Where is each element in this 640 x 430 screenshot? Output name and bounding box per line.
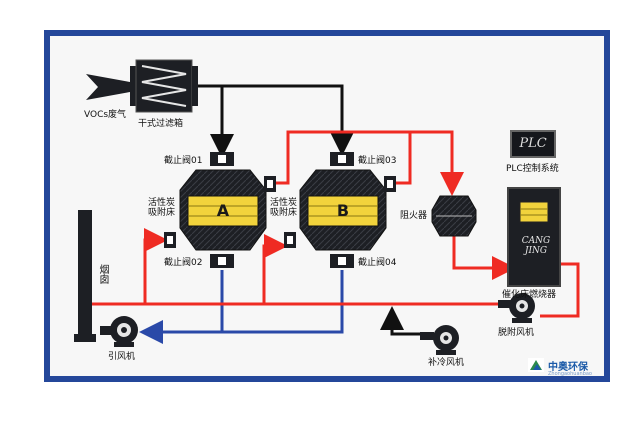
catalytic-burner-label: 催化床燃烧器 (502, 290, 557, 300)
valve-01-icon (210, 152, 234, 166)
chimney-label: 烟囱 (97, 264, 108, 284)
desorption-fan-icon (498, 293, 535, 323)
vocs-inlet-arrow (86, 74, 130, 100)
brand-logo-icon (528, 358, 544, 372)
vocs-gas-label: VOCs废气 (84, 110, 127, 120)
valve-01-label: 截止阀01 (164, 156, 203, 166)
plc-system-label: PLC控制系统 (506, 164, 559, 174)
valve-b-left-icon (284, 232, 296, 248)
valve-02-icon (210, 254, 234, 268)
adsorber-b (299, 169, 387, 251)
chimney-base (74, 334, 96, 342)
valve-04-label: 截止阀04 (358, 258, 397, 268)
brand-subtitle: Zhongaohuanbao (548, 371, 592, 377)
valve-b-side-icon (384, 176, 396, 192)
valve-a-left-icon (164, 232, 176, 248)
dry-filter-box (130, 59, 198, 113)
adsorber-a (179, 169, 267, 251)
plc-controller-box: PLC (510, 130, 556, 158)
cooling-fan-label: 补冷风机 (428, 358, 465, 368)
valve-04-icon (330, 254, 354, 268)
desorption-piping (90, 130, 580, 318)
valve-03-icon (330, 152, 354, 166)
desorption-fan-label: 脱附风机 (498, 328, 535, 338)
cooling-fan-icon (420, 325, 459, 355)
bed-b-label: 活性炭 吸附床 (270, 198, 298, 218)
valve-03-label: 截止阀03 (358, 156, 397, 166)
brand-name: 中奥环保 (548, 362, 588, 373)
exhaust-piping (139, 270, 344, 344)
valve-02-label: 截止阀02 (164, 258, 203, 268)
cooling-air-line (380, 306, 420, 336)
flame-arrester-label: 阻火器 (400, 211, 428, 221)
inlet-piping (196, 84, 354, 158)
burner-brand-text: CANG JING (521, 236, 551, 256)
flame-arrester-icon (431, 195, 477, 237)
chimney-stack (78, 210, 92, 334)
bed-b-letter: B (336, 201, 350, 220)
catalytic-burner-icon (507, 187, 561, 287)
induced-fan-label: 引风机 (108, 352, 136, 362)
bed-a-label: 活性炭 吸附床 (148, 198, 176, 218)
bed-a-letter: A (216, 201, 230, 220)
induced-fan-icon (100, 316, 138, 347)
valve-a-side-icon (264, 176, 276, 192)
dry-filter-label: 干式过滤箱 (138, 119, 184, 129)
